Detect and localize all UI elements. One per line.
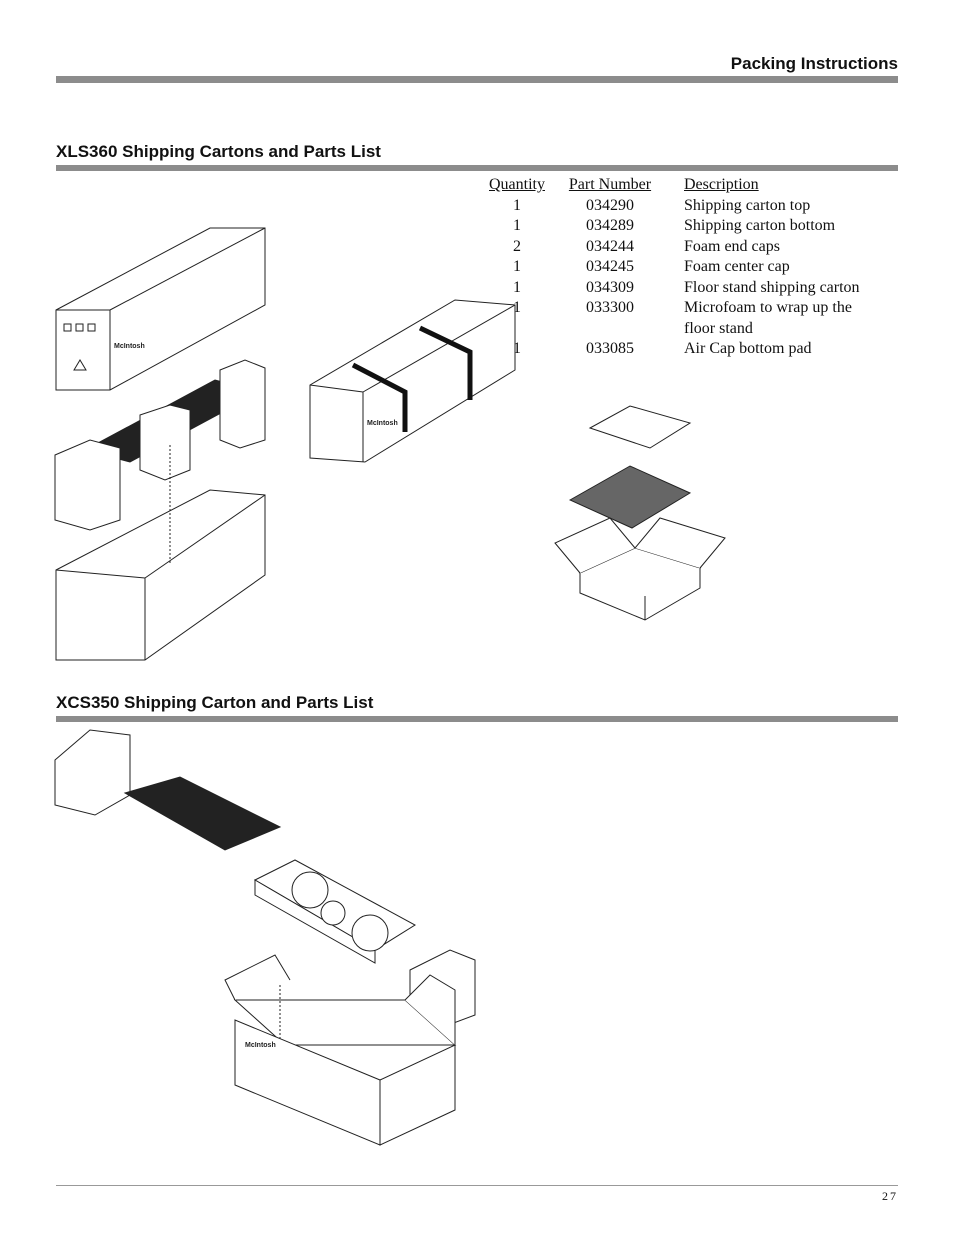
page-header-title: Packing Instructions: [730, 54, 898, 73]
description-cell: Microfoam to wrap up the: [684, 299, 852, 316]
part-number-cell: 034290: [586, 196, 634, 214]
part-number-cell: 033085: [586, 340, 634, 357]
xcs350-exploded-diagram: McIntosh: [54, 729, 476, 1146]
part-number-cell: 033300: [586, 299, 634, 316]
description-cell: Shipping carton bottom: [684, 217, 836, 234]
description-cell: Shipping carton top: [684, 196, 811, 214]
part-number-header: Part Number: [568, 176, 652, 193]
quantity-cell: 1: [513, 217, 521, 234]
svg-text:McIntosh: McIntosh: [245, 1042, 276, 1049]
description-cell: Air Cap bottom pad: [684, 340, 812, 357]
xls360-exploded-diagram: McIntosh: [54, 227, 266, 661]
description-header: Description: [684, 176, 759, 193]
section-title-xls360: XLS360 Shipping Cartons and Parts List: [56, 142, 381, 161]
xls360-strapped-carton: McIntosh: [309, 299, 516, 463]
section-title-xcs350: XCS350 Shipping Carton and Parts List: [56, 693, 374, 712]
floor-stand-carton-diagram: [554, 405, 726, 621]
part-number-cell: 034244: [586, 237, 634, 255]
part-number-cell: 034245: [586, 258, 634, 275]
footer-rule: [56, 1185, 898, 1186]
svg-text:McIntosh: McIntosh: [114, 343, 145, 350]
section-rule-xcs350: [56, 716, 898, 722]
page-number: 27: [882, 1189, 898, 1203]
svg-text:McIntosh: McIntosh: [367, 420, 398, 427]
quantity-cell: 1: [513, 258, 521, 275]
quantity-cell: 1: [513, 299, 521, 316]
quantity-cell: 1: [513, 278, 521, 296]
description-cell: Floor stand shipping carton: [684, 278, 860, 296]
header-rule: [56, 76, 898, 83]
quantity-cell: 2: [513, 237, 521, 255]
quantity-cell: 1: [513, 196, 521, 214]
quantity-cell: 1: [513, 340, 521, 357]
part-number-cell: 034309: [586, 278, 634, 296]
section-rule-xls360: [56, 165, 898, 171]
description-cell: Foam end caps: [684, 237, 780, 255]
description-cell: Foam center cap: [684, 258, 790, 275]
part-number-cell: 034289: [586, 217, 634, 234]
quantity-header: Quantity: [489, 176, 545, 193]
description-cell: floor stand: [684, 319, 753, 337]
